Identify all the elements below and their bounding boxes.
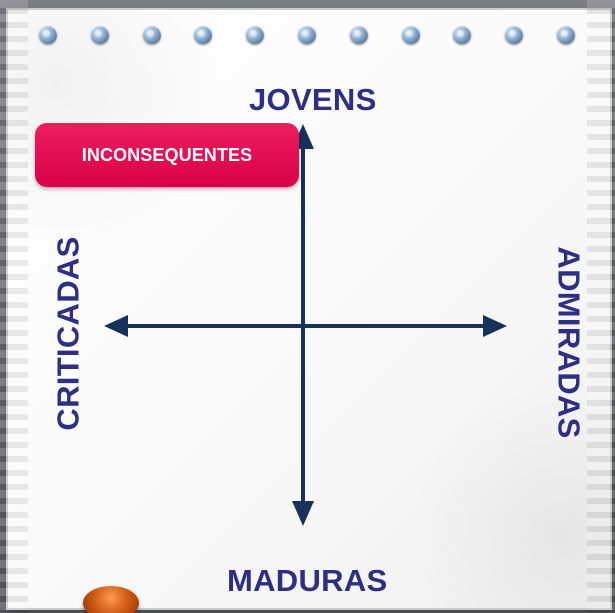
top-axis-label: JOVENS [249,82,377,117]
binding-hole-icon [401,26,420,44]
binding-hole-icon [453,26,472,44]
right-torn-edge [587,0,615,613]
right-axis-label: ADMIRADAS [551,246,587,439]
binding-hole-icon [142,26,161,44]
left-axis-label: CRITICADAS [50,236,86,431]
binding-hole-icon [90,26,109,44]
binding-hole-icon [297,26,316,44]
binding-hole-icon [505,26,524,44]
bottom-axis-label: MADURAS [227,563,388,598]
binding-hole-icon [194,26,213,44]
right-arrow-icon [483,315,507,337]
binding-hole-icon [246,26,265,44]
binding-hole-icon [39,26,57,44]
binding-hole-icon [349,26,368,44]
quadrant-callout: INCONSEQUENTES [35,123,299,187]
left-arrow-icon [104,315,128,337]
callout-label: INCONSEQUENTES [81,145,253,165]
notebook-paper [8,10,610,608]
down-arrow-icon [292,501,314,526]
notebook-binding [39,25,575,45]
orange-bead-icon [83,586,139,613]
binding-hole-icon [556,26,575,44]
left-torn-edge [0,0,28,613]
